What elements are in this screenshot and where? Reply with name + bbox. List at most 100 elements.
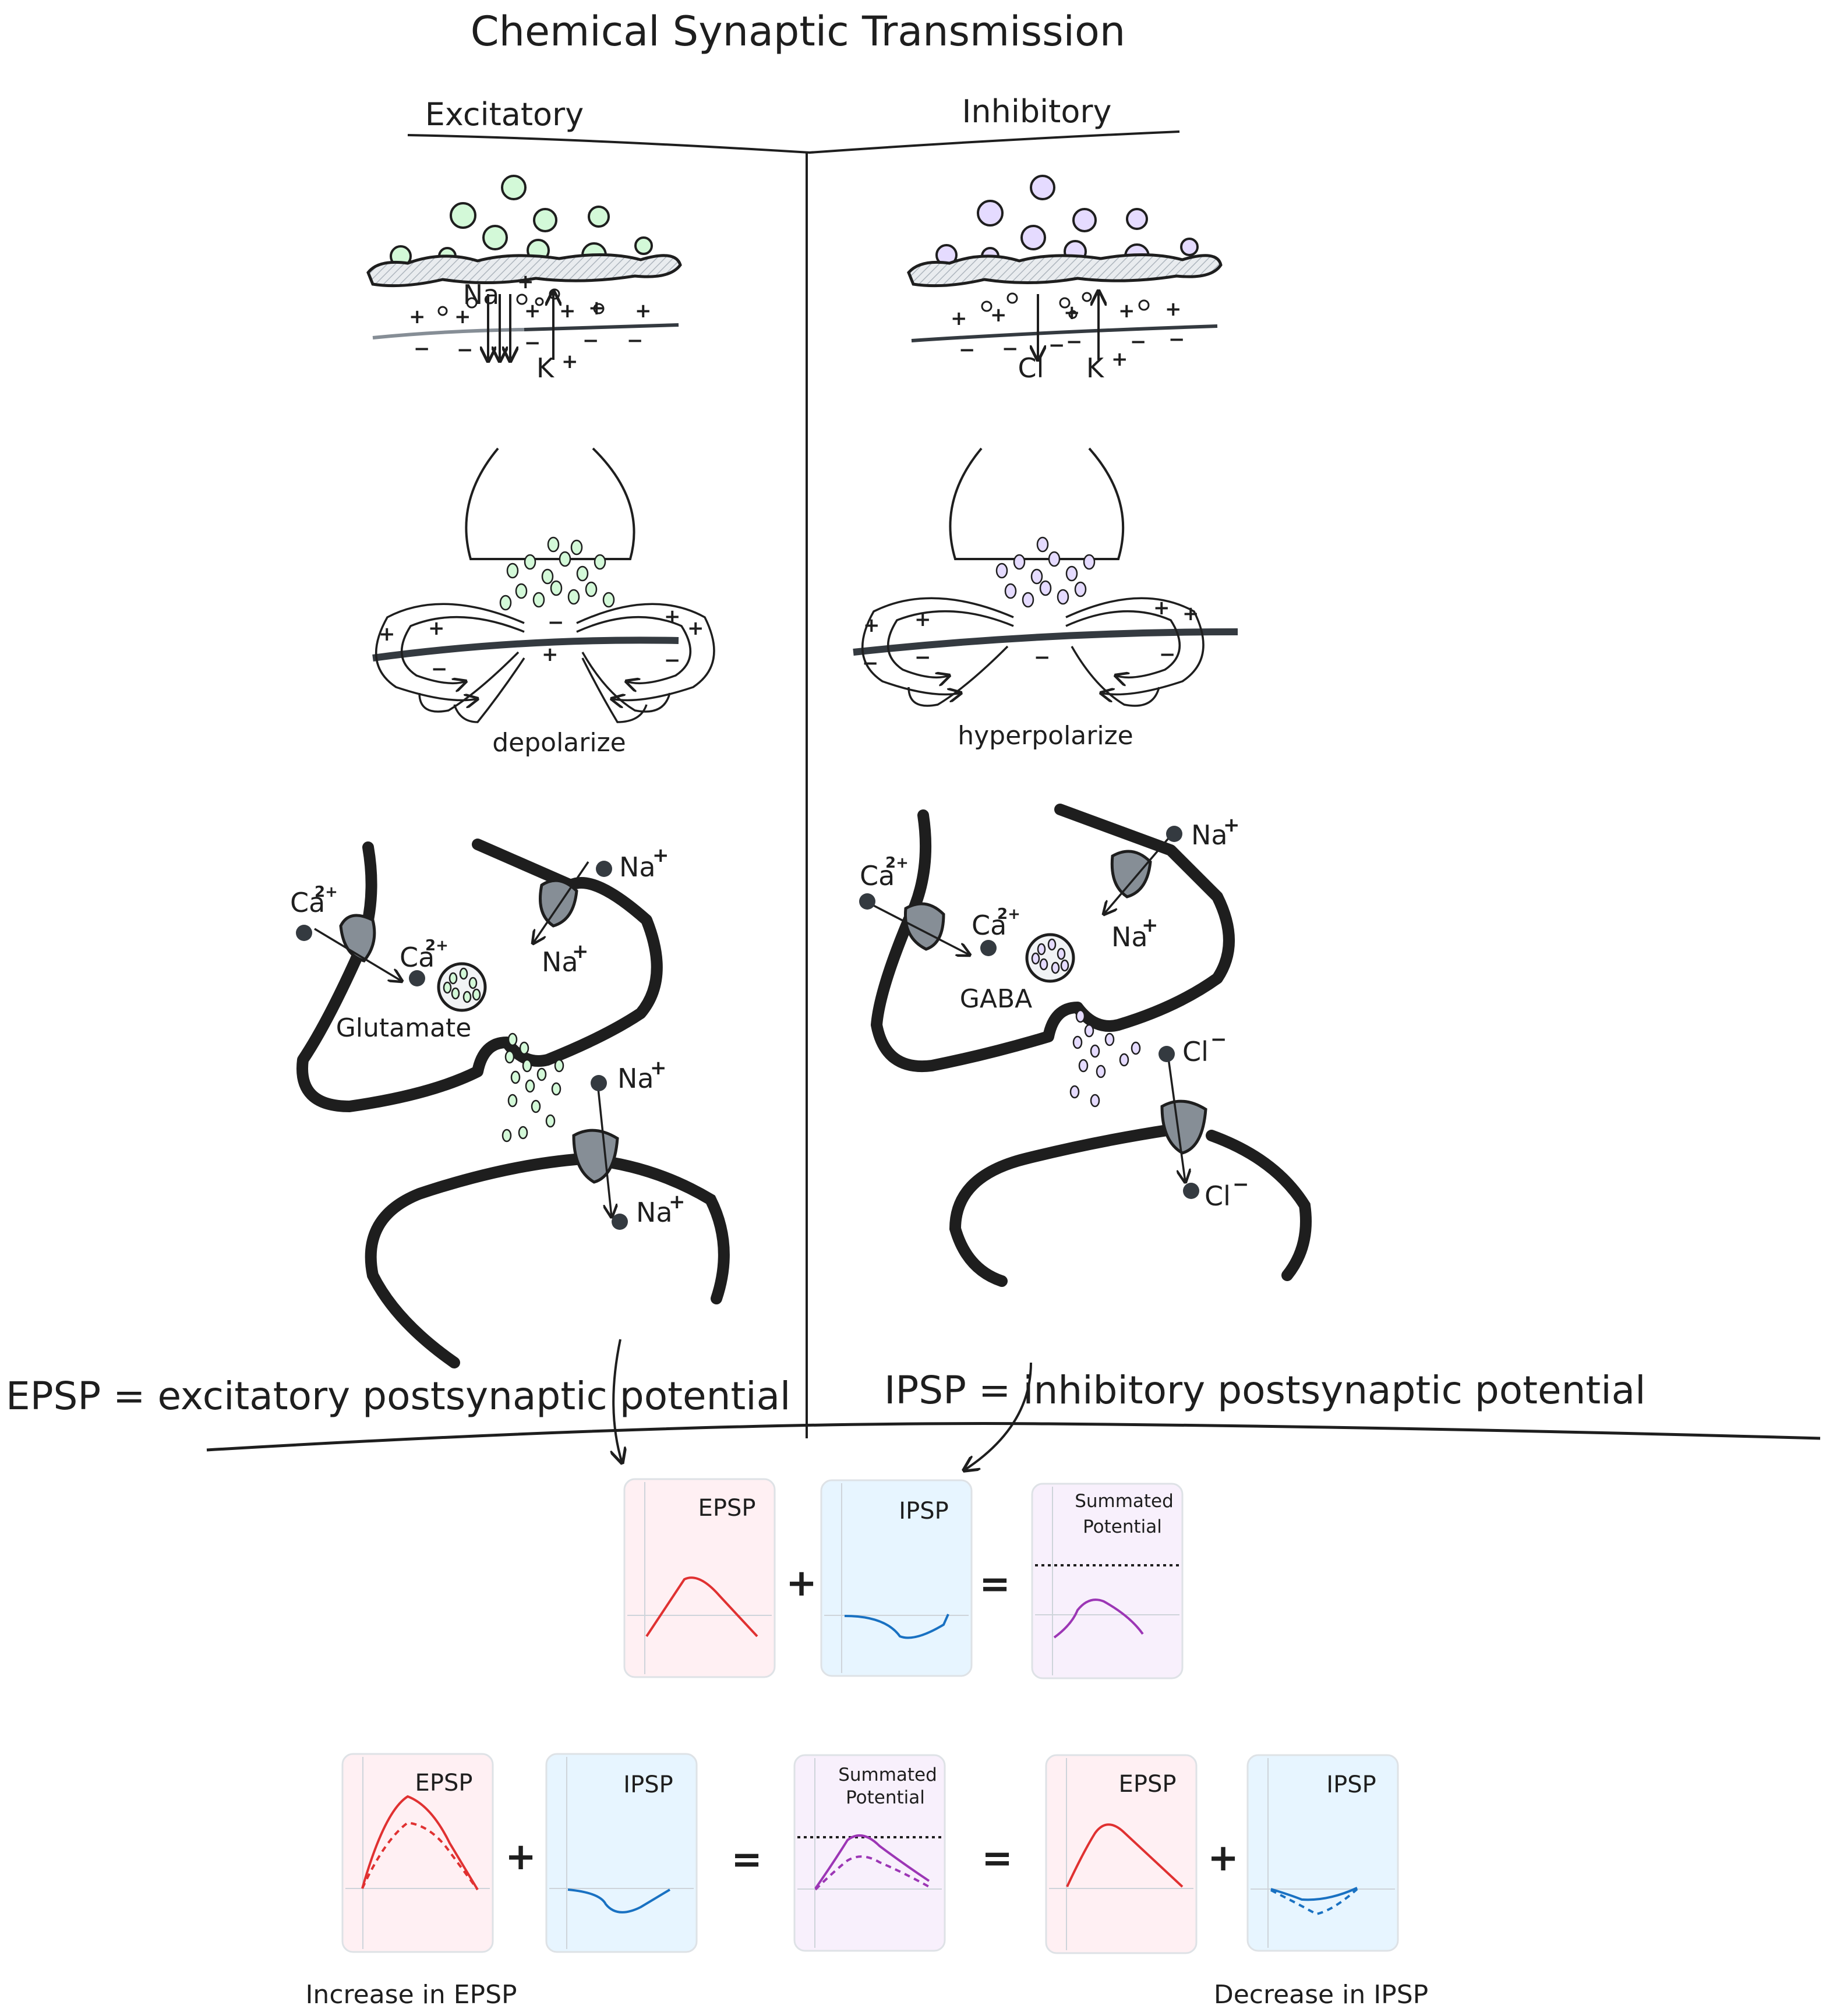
inhibitory-postsynaptic-right (1206, 1130, 1312, 1281)
svg-text:−: − (627, 329, 644, 352)
excitatory-presynaptic-membrane (366, 253, 682, 288)
excitatory-charges: ++ ++ ++ + −− −− − (409, 270, 652, 362)
svg-text:2+: 2+ (997, 906, 1020, 923)
ipsp-card: IPSP (820, 1479, 973, 1677)
svg-text:+: + (650, 1056, 667, 1080)
svg-text:+: + (687, 617, 704, 640)
inhibitory-presynaptic-neuron (871, 804, 1235, 1073)
depolarize-charges: ++ ++ + −− − (379, 605, 704, 681)
svg-text:+: + (409, 305, 426, 328)
excitatory-postsynaptic-right (577, 1153, 730, 1304)
gaba-label: GABA (960, 984, 1032, 1014)
svg-text:+: + (652, 844, 669, 867)
svg-text:+: + (1142, 914, 1159, 937)
na-label-3: Na (617, 1063, 654, 1094)
na-dot-postsynaptic (612, 1214, 628, 1230)
k-charge: + (561, 350, 578, 373)
svg-text:−: − (1002, 337, 1019, 360)
k-ion-label-inhibitory: K (1086, 352, 1105, 384)
svg-text:2+: 2+ (425, 937, 448, 954)
svg-text:EPSP: EPSP (698, 1495, 756, 1522)
cl-label-2: Cl (1205, 1180, 1231, 1212)
svg-text:−: − (548, 611, 564, 634)
svg-text:−: − (914, 646, 931, 669)
svg-text:+: + (1207, 1837, 1239, 1880)
cl-label-1: Cl (1182, 1036, 1209, 1067)
na-label-4: Na (636, 1197, 673, 1228)
ipsp-pointer (964, 1362, 1032, 1470)
ca-channel-inhibitory (903, 902, 945, 951)
svg-text:=: = (731, 1838, 762, 1881)
svg-text:+: + (379, 623, 395, 646)
ipsp-definition: IPSP = inhibitory postsynaptic potential (884, 1368, 1645, 1413)
k-ion-label: K (536, 352, 555, 384)
na-label-inh-1: Na (1191, 819, 1228, 851)
svg-text:+: + (428, 617, 445, 640)
svg-text:Summated: Summated (838, 1764, 937, 1785)
svg-text:+: + (863, 614, 880, 637)
summated-card-bottom: Summated Potential (793, 1754, 946, 1952)
svg-text:+: + (517, 270, 534, 293)
svg-text:EPSP: EPSP (415, 1770, 473, 1796)
svg-text:+: + (669, 1190, 686, 1214)
increase-epsp-caption: Increase in EPSP (305, 1980, 517, 2010)
inhibitory-postsynaptic-left (949, 1124, 1177, 1287)
svg-text:−: − (664, 649, 681, 672)
svg-text:−: − (1159, 643, 1176, 666)
inhibitory-cleft-vesicles (995, 536, 1096, 608)
na-label-1: Na (619, 851, 656, 883)
svg-text:IPSP: IPSP (899, 1498, 948, 1525)
svg-text:+: + (914, 608, 931, 631)
svg-text:−: − (1066, 330, 1083, 353)
svg-text:+: + (635, 299, 652, 323)
gaba-release (1069, 1009, 1141, 1108)
hyperpolarize-charges: ++ ++ −− −− (862, 596, 1199, 675)
inhibitory-presynaptic-membrane (907, 253, 1223, 288)
na-dot-cleft (591, 1075, 607, 1091)
svg-text:+: + (990, 303, 1007, 327)
ipsp-card-decrease: IPSP (1246, 1754, 1399, 1952)
svg-text:+: + (1223, 814, 1240, 837)
svg-text:+: + (1182, 602, 1199, 625)
ca-label-2: Ca (400, 942, 435, 973)
svg-text:−: − (582, 329, 599, 352)
inhibitory-charges: ++ ++ + −− −− −− (951, 298, 1185, 362)
svg-text:−: − (524, 331, 541, 355)
epsp-definition: EPSP = excitatory postsynaptic potential (6, 1374, 790, 1419)
svg-text:−: − (959, 338, 976, 362)
epsp-card: EPSP (623, 1478, 776, 1678)
svg-text:=: = (979, 1563, 1011, 1606)
ca-label-inh-2: Ca (972, 910, 1006, 941)
svg-text:−: − (862, 652, 879, 675)
excitatory-header: Excitatory (425, 96, 584, 133)
epsp-pointer (613, 1339, 622, 1463)
excitatory-membrane-panel: Na K + ++ ++ ++ + −− −− − (366, 175, 682, 384)
svg-text:+: + (572, 940, 589, 963)
svg-text:−: − (431, 657, 448, 681)
svg-text:−: − (1048, 334, 1065, 357)
svg-text:2+: 2+ (885, 854, 909, 872)
hyperpolarize-label: hyperpolarize (958, 721, 1133, 751)
depolarize-panel: ++ ++ + −− − depolarize (372, 447, 715, 758)
excitatory-presynaptic-neuron (296, 839, 663, 1112)
svg-text:+: + (454, 305, 471, 328)
svg-text:IPSP: IPSP (623, 1771, 673, 1798)
ca-label-inh-1: Ca (860, 860, 895, 892)
svg-text:+: + (588, 296, 605, 320)
excitatory-cleft-vesicles (499, 536, 615, 611)
svg-text:EPSP: EPSP (1119, 1771, 1177, 1798)
bottom-equation: EPSP + IPSP = Summated Potential = (341, 1753, 1399, 1954)
svg-text:+: + (951, 307, 967, 330)
ca-label-1: Ca (290, 887, 325, 918)
excitatory-synapse-panel: Ca 2+ Ca 2+ Na + Na + Na + Na + Glutamat… (290, 839, 730, 1368)
decrease-ipsp-caption: Decrease in IPSP (1214, 1980, 1428, 2010)
svg-text:2+: 2+ (315, 883, 338, 901)
excitatory-terminal (465, 447, 635, 560)
ipsp-card-bottom: IPSP (545, 1753, 698, 1953)
svg-text:−: − (1210, 1028, 1227, 1051)
svg-text:Potential: Potential (1083, 1516, 1162, 1537)
top-equation: EPSP + IPSP = Summated Potential (623, 1478, 1184, 1679)
na-channel-postsynaptic (572, 1129, 619, 1184)
glutamate-label: Glutamate (336, 1013, 472, 1043)
